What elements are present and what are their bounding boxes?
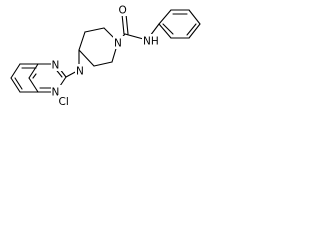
phenyl-bond: [158, 9, 172, 25]
benzo-inner-bond: [32, 73, 37, 79]
phenyl-bond: [188, 23, 201, 39]
piperazine-bond: [78, 31, 86, 51]
phenyl-bond: [158, 23, 172, 39]
piperazine-n1-label: N: [114, 38, 122, 50]
amide-nh-label: NH: [143, 36, 159, 48]
piperazine-bond: [78, 49, 95, 67]
piperazine-n4-label: N: [76, 66, 84, 78]
benzo-bond: [10, 77, 21, 93]
atom-labels: NH O N N N N Cl: [51, 3, 162, 107]
bonds: [10, 9, 201, 101]
phenyl-inner-bond: [162, 23, 174, 35]
phenyl-bond: [188, 9, 201, 25]
chemical-structure: NH O N N N N Cl: [10, 3, 201, 107]
carbonyl-double-bond: [121, 13, 125, 35]
pyrazine-bond: [28, 63, 39, 79]
quinoxaline-n4-label: N: [52, 87, 60, 99]
piperazine-bond: [93, 61, 113, 67]
carbonyl-double-bond: [125, 13, 129, 35]
quinoxaline-n1-label: N: [52, 60, 60, 72]
carbonyl-oxygen-label: O: [119, 5, 127, 17]
chlorine-label: Cl: [59, 96, 69, 107]
benzo-bond: [10, 63, 21, 79]
benzo-inner-bond: [14, 77, 23, 90]
pyrazine-bond: [28, 77, 39, 93]
phenyl-inner-bond: [186, 23, 197, 36]
piperazine-bond: [84, 27, 105, 33]
